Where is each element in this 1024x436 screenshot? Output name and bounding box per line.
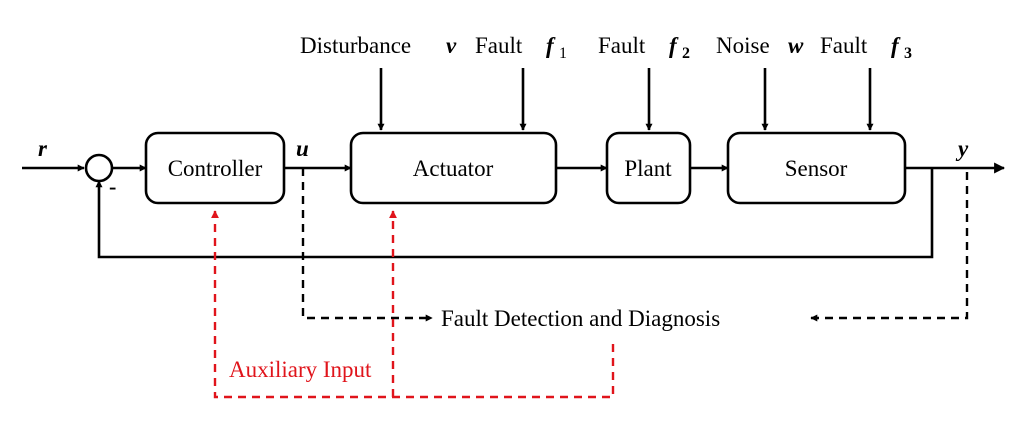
reference-signal-label: r <box>38 136 48 161</box>
fault-2-text: Fault <box>598 33 646 58</box>
actuator-label: Actuator <box>413 156 494 181</box>
auxiliary-to-controller-dashed-arrow <box>211 210 615 399</box>
fault-2-subscript: 2 <box>682 45 690 62</box>
minus-sign: - <box>109 174 116 199</box>
fault-3-label: Fault f 3 <box>820 33 912 62</box>
noise-symbol: w <box>788 33 804 58</box>
fault-1-label: Fault f 1 <box>475 33 567 62</box>
control-to-fdd-dashed-arrow <box>301 168 433 322</box>
disturbance-text: Disturbance <box>300 33 411 58</box>
fault-1-subscript: 1 <box>559 45 567 62</box>
control-signal-label: u <box>296 136 309 161</box>
controller-label: Controller <box>168 156 263 181</box>
fault-3-subscript: 3 <box>904 45 912 62</box>
disturbance-symbol: v <box>446 33 457 58</box>
fault-2-label: Fault f 2 <box>598 33 690 62</box>
sensor-label: Sensor <box>785 156 848 181</box>
fault-3-symbol: f <box>891 33 901 58</box>
noise-label: Noise w <box>716 33 804 58</box>
fault-detection-diagnosis-label: Fault Detection and Diagnosis <box>441 306 720 331</box>
auxiliary-input-label: Auxiliary Input <box>229 357 372 382</box>
feedback-path <box>95 168 934 259</box>
output-to-fdd-dashed-arrow <box>810 172 969 322</box>
fault-1-text: Fault <box>475 33 523 58</box>
noise-text: Noise <box>716 33 770 58</box>
fault-3-text: Fault <box>820 33 868 58</box>
fault-1-symbol: f <box>546 33 556 58</box>
plant-label: Plant <box>624 156 672 181</box>
disturbance-label: Disturbance v <box>300 33 457 58</box>
output-signal-label: y <box>955 136 969 161</box>
fault-2-symbol: f <box>669 33 679 58</box>
